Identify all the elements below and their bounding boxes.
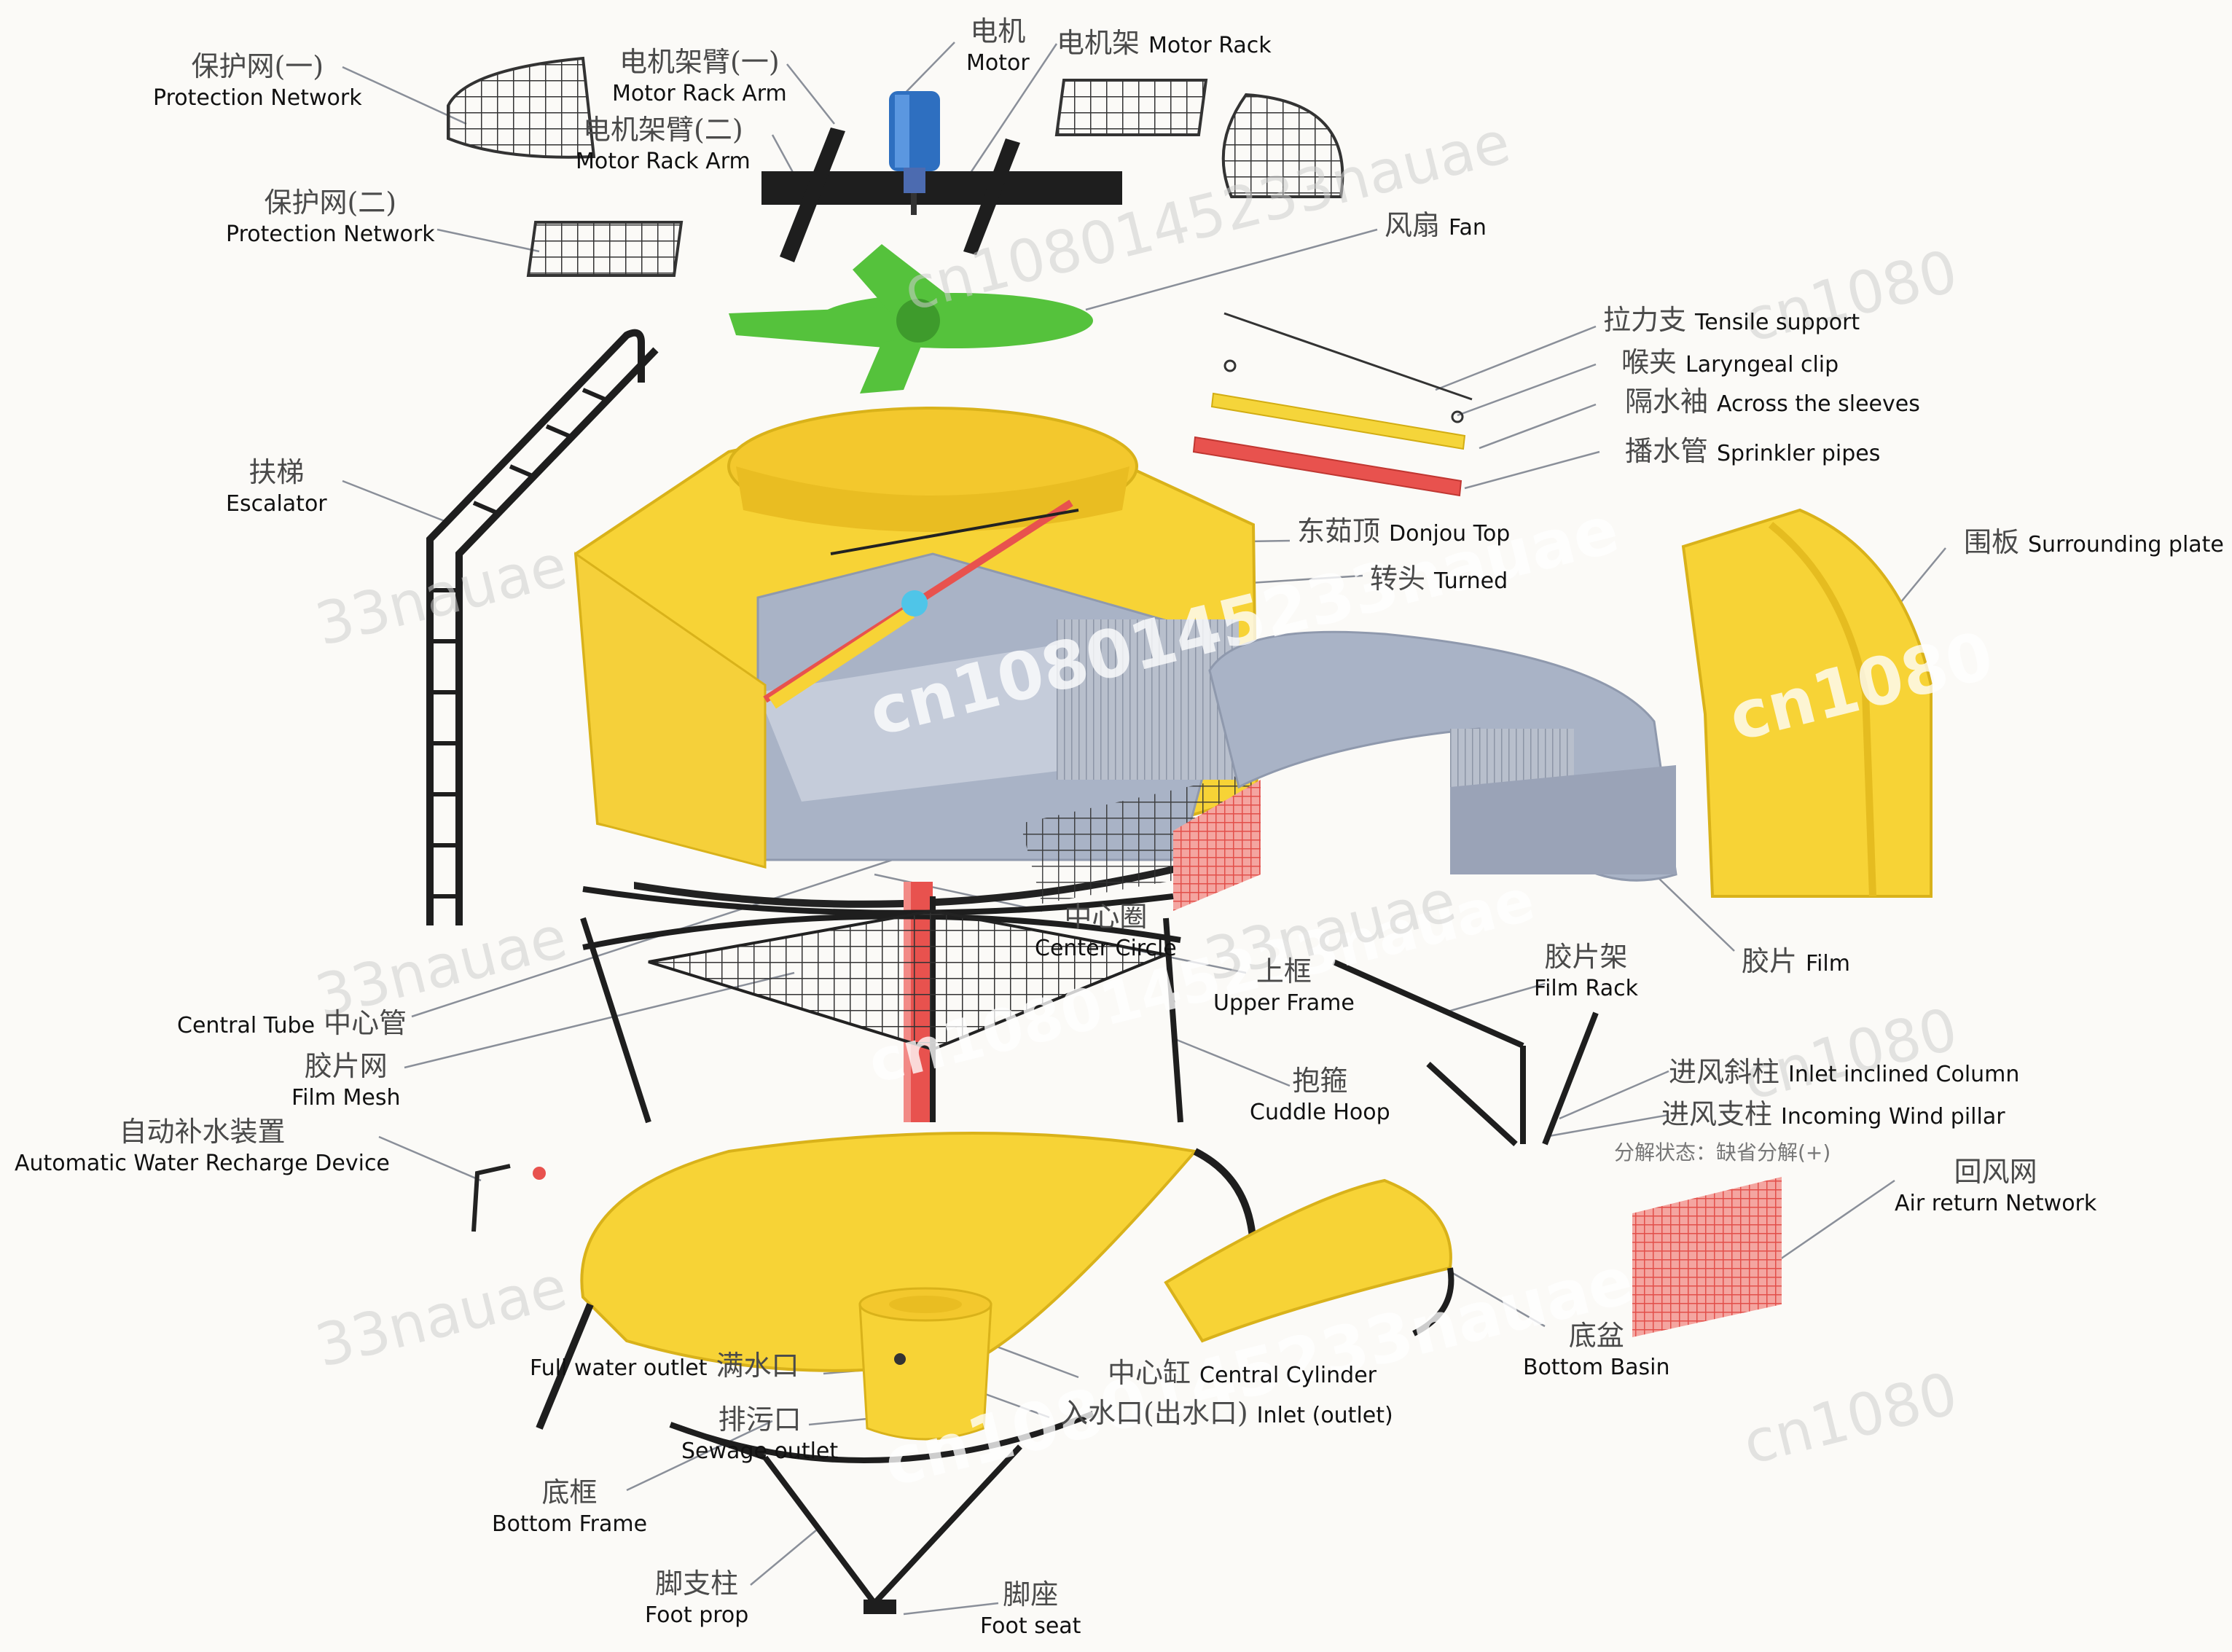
central-cylinder — [858, 1287, 992, 1441]
air-return-network-red — [1173, 780, 1261, 911]
label-auto-water-recharge: 自动补水装置 Automatic Water Recharge Device — [15, 1116, 390, 1176]
air-return-network — [1632, 1177, 1782, 1337]
label-escalator: 扶梯 Escalator — [226, 456, 327, 517]
protection-network-left-bottom — [526, 221, 684, 277]
label-bottom-basin: 底盆 Bottom Basin — [1523, 1320, 1670, 1380]
decomposition-state-text: 分解状态：缺省分解(+) — [1614, 1140, 1831, 1164]
label-film-rack: 胶片架 Film Rack — [1534, 941, 1638, 1001]
label-motor-rack-arm-2: 电机架臂(二) Motor Rack Arm — [576, 114, 751, 174]
foot-seat — [864, 1600, 896, 1614]
tensile-support-parts — [1192, 312, 1473, 497]
film-mesh — [648, 909, 1172, 1052]
surrounding-plate — [1681, 508, 1933, 898]
label-cuddle-hoop: 抱箍 Cuddle Hoop — [1250, 1065, 1390, 1125]
label-foot-seat: 脚座 Foot seat — [980, 1578, 1081, 1639]
label-protection-network-2: 保护网(二) Protection Network — [226, 187, 435, 247]
film-block — [1208, 630, 1677, 882]
protection-network-right-top — [1054, 79, 1208, 136]
automatic-water-recharge-device — [471, 1164, 546, 1232]
label-sewage-outlet: 排污口 Sewage outlet — [681, 1404, 839, 1464]
label-bottom-frame: 底框 Bottom Frame — [492, 1476, 648, 1537]
label-upper-frame: 上框 Upper Frame — [1213, 955, 1355, 1016]
tower-shell — [573, 407, 1259, 869]
label-foot-prop: 脚支柱 Foot prop — [645, 1567, 749, 1628]
label-protection-network-1: 保护网(一) Protection Network — [153, 50, 362, 111]
protection-network-right — [1221, 93, 1344, 198]
film-rack — [1332, 959, 1599, 1146]
label-air-return-network: 回风网 Air return Network — [1895, 1156, 2097, 1216]
motor-rack — [761, 128, 1122, 262]
label-inlet-outlet: 入水口(出水口)Inlet (outlet) — [1060, 1397, 1393, 1429]
fan — [729, 244, 1093, 394]
label-center-circle: 中心圈 Center Circle — [1035, 901, 1177, 961]
protection-network-1 — [447, 56, 596, 159]
label-film-mesh: 胶片网 Film Mesh — [291, 1050, 401, 1111]
bottom-frame — [669, 1411, 1095, 1605]
bottom-basin — [536, 1132, 1454, 1430]
label-motor: 电机 Motor — [966, 15, 1030, 76]
escalator — [426, 329, 659, 925]
label-motor-rack-arm-1: 电机架臂(一) Motor Rack Arm — [612, 46, 787, 106]
motor — [889, 91, 940, 215]
